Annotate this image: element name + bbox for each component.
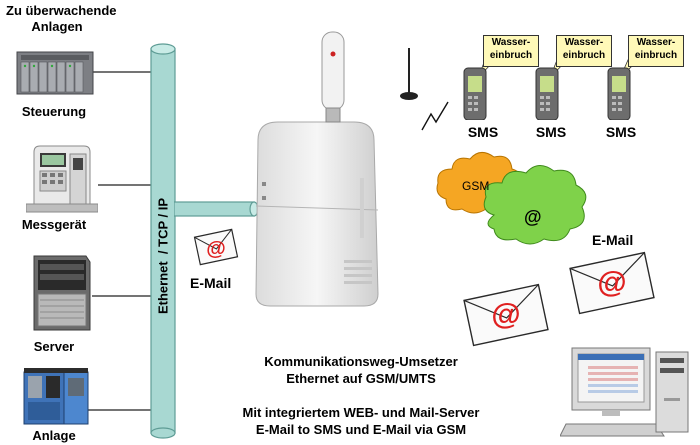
phone-icon-2 — [535, 67, 559, 120]
envelope-right-2-icon: @ — [564, 250, 660, 316]
device-label-steuerung: Steuerung — [21, 104, 87, 119]
ethernet-bus: Ethernet / TCP / IP — [150, 41, 176, 441]
caption-bottom: Mit integriertem WEB- und Mail-Server E-… — [206, 404, 516, 438]
internet-cloud-symbol: @ — [524, 207, 542, 227]
device-label-messgeraet: Messgerät — [21, 217, 87, 232]
heading-line2: Anlagen — [31, 19, 83, 34]
device-label-anlage: Anlage — [32, 428, 76, 443]
caption-top: Kommunikationsweg-Umsetzer Ethernet auf … — [206, 353, 516, 387]
sms-bubble-2-line2: einbruch — [562, 50, 606, 61]
envelope-left-icon: @ — [193, 227, 239, 267]
sms-bubble-1-line1: Wasser- — [491, 37, 531, 48]
device-label-server: Server — [33, 339, 75, 354]
sms-label-1: SMS — [467, 124, 499, 140]
radio-signal-icon — [421, 101, 449, 131]
sms-bubble-1: Wasser- einbruch — [483, 35, 539, 67]
plc-icon — [16, 50, 94, 96]
heading-line1: Zu überwachende — [6, 3, 117, 18]
gsm-cloud-label: GSM — [462, 179, 490, 193]
caption-line3: Mit integriertem WEB- und Mail-Server — [242, 405, 480, 420]
server-icon — [30, 252, 92, 332]
desktop-pc-icon — [560, 342, 696, 442]
email-left-symbol: @ — [206, 238, 226, 260]
email-left-label: E-Mail — [190, 275, 232, 291]
sms-bubble-1-line2: einbruch — [489, 50, 533, 61]
meter-icon — [26, 144, 98, 214]
phone-icon-1 — [463, 67, 487, 120]
bus-label: Ethernet / TCP / IP — [155, 197, 171, 315]
envelope-right-1-icon: @ — [458, 282, 554, 348]
phone-icon-3 — [607, 67, 631, 120]
email-right-2-symbol: @ — [597, 266, 627, 299]
sms-bubble-2-line1: Wasser- — [564, 37, 604, 48]
internet-cloud — [483, 165, 587, 245]
sms-bubble-3: Wasser- einbruch — [628, 35, 684, 67]
sms-bubble-3-line1: Wasser- — [636, 37, 676, 48]
cabinet-icon — [22, 368, 92, 426]
sms-label-3: SMS — [605, 124, 637, 140]
sms-bubble-2: Wasser- einbruch — [556, 35, 612, 67]
gateway-branch — [174, 201, 258, 217]
antenna-icon — [397, 46, 421, 104]
gateway-device — [248, 118, 384, 310]
sms-bubble-3-line2: einbruch — [634, 50, 678, 61]
clouds — [436, 152, 587, 245]
email-right-1-symbol: @ — [491, 298, 521, 331]
usb-modem-icon — [318, 30, 348, 124]
heading: Zu überwachende Anlagen — [6, 3, 117, 35]
caption-line2: Ethernet auf GSM/UMTS — [286, 371, 436, 386]
email-right-label: E-Mail — [592, 232, 634, 248]
caption-line4: E-Mail to SMS und E-Mail via GSM — [255, 422, 467, 437]
caption-line1: Kommunikationsweg-Umsetzer — [264, 354, 458, 369]
sms-label-2: SMS — [535, 124, 567, 140]
